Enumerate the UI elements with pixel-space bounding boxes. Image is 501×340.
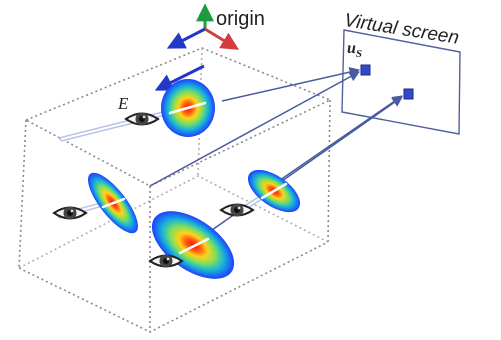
- screen-point-symbol: u: [347, 40, 356, 57]
- axis-origin-icon: [166, 3, 240, 50]
- ray-cores: [101, 101, 288, 255]
- virtual-screen: [341, 29, 461, 135]
- gaussian-splat-icon: [151, 211, 235, 279]
- eye-point-label: E: [118, 94, 129, 113]
- screen-point-label: uS: [347, 40, 362, 60]
- screen-pixel-us: [360, 64, 371, 76]
- scene-bounding-box: [18, 47, 332, 333]
- screen-point-subscript: S: [355, 48, 363, 61]
- gaussian-splats: [88, 79, 301, 279]
- origin-label: origin: [216, 8, 265, 30]
- screen-pixel-2: [403, 88, 414, 100]
- view-direction-arrow: [154, 64, 205, 91]
